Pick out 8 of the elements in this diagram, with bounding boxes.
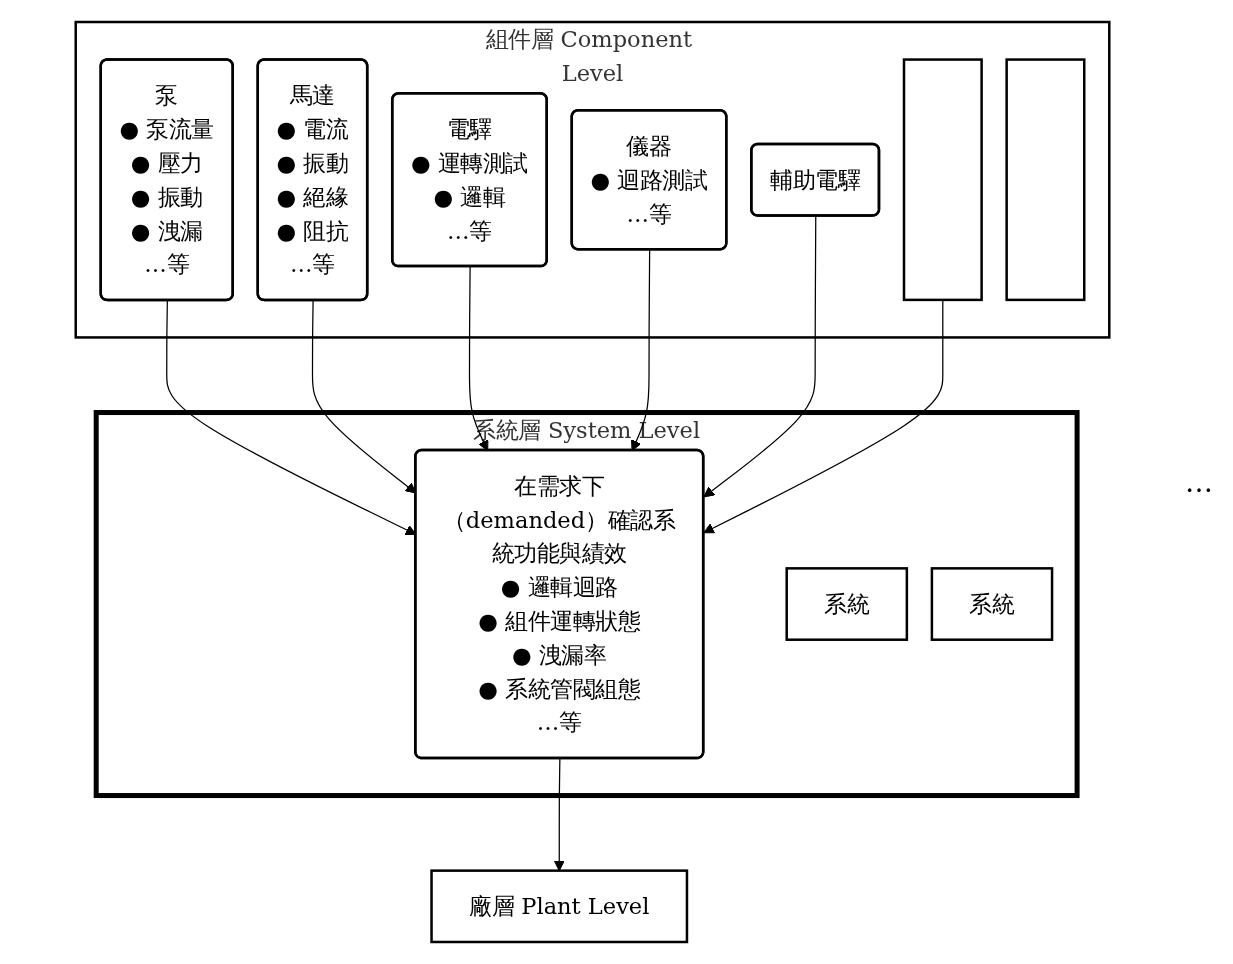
ellipsis-note: … xyxy=(1185,465,1213,499)
arrow xyxy=(703,299,944,534)
node-box: 系統 xyxy=(785,567,909,641)
node-box: 廠層 Plant Level xyxy=(430,869,689,944)
node-bar xyxy=(902,58,983,302)
arrow xyxy=(703,215,817,498)
node-box: 系統 xyxy=(930,567,1054,641)
node-bar xyxy=(1005,58,1086,302)
